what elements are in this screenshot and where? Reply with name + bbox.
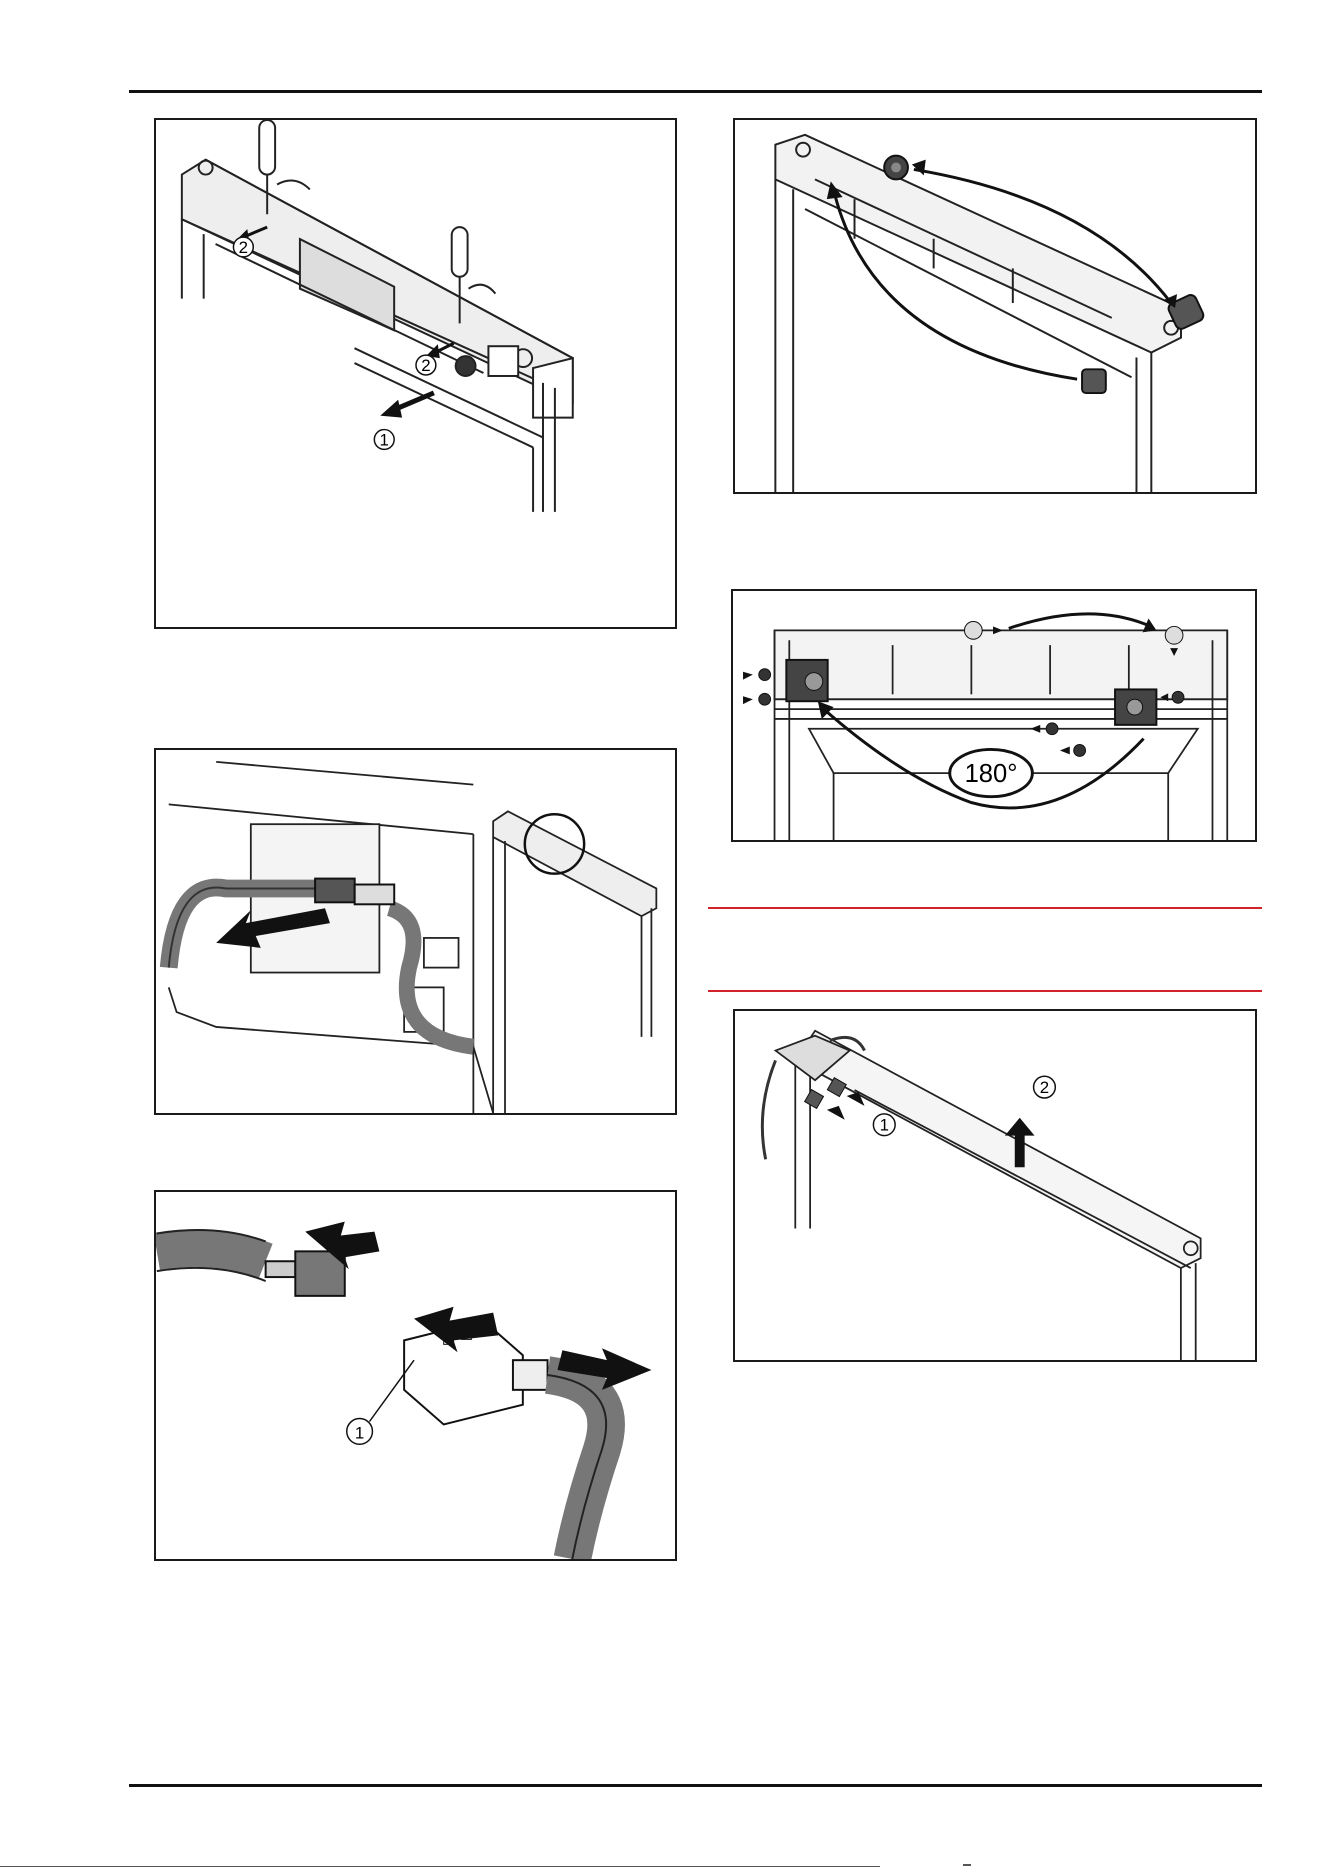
screwdriver-icon: [259, 120, 310, 214]
figure-cover-removal: 2 2 1: [154, 118, 677, 629]
svg-text:2: 2: [421, 356, 430, 375]
warning-rule-bottom: [708, 990, 1262, 992]
svg-text:2: 2: [1040, 1078, 1049, 1097]
top-rule: [129, 90, 1262, 93]
svg-text:2: 2: [239, 238, 248, 257]
svg-text:1: 1: [355, 1423, 364, 1442]
callout-2: 2: [233, 237, 253, 257]
callout-1: 1: [374, 430, 394, 450]
svg-text:1: 1: [880, 1116, 889, 1135]
footer-line: [0, 1866, 880, 1867]
callout-1: 1: [347, 1419, 373, 1445]
bottom-rule: [129, 1784, 1262, 1787]
footer-mark: [963, 1864, 971, 1866]
rotation-label: 180°: [965, 760, 1018, 788]
warning-rule-top: [708, 907, 1262, 909]
svg-text:1: 1: [380, 430, 389, 449]
callout-2: 2: [416, 355, 436, 375]
figure-cable-unplug: [154, 748, 677, 1115]
figure-hinge-plate: 1 2: [733, 1009, 1257, 1362]
figure-hinge-rotate: 180°: [731, 589, 1257, 842]
callout-2: 2: [1034, 1076, 1056, 1098]
callout-1: 1: [873, 1114, 895, 1136]
figure-plug-swap: [733, 118, 1257, 494]
figure-connector: 1: [154, 1190, 677, 1561]
